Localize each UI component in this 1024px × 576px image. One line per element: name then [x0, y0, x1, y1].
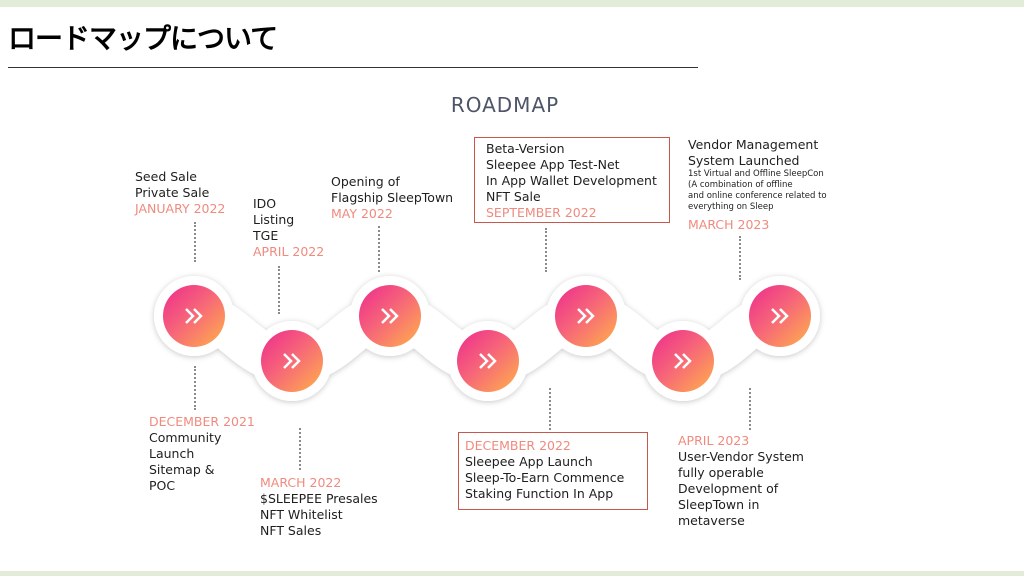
milestone-item: $SLEEPEE Presales	[260, 491, 378, 506]
milestone-may2022: Opening of Flagship SleepTown MAY 2022	[331, 174, 453, 222]
milestone-dec2021: DECEMBER 2021 Community Launch Sitemap &…	[149, 414, 255, 494]
milestone-item: System Launched	[688, 153, 800, 168]
diagram-title: ROADMAP	[0, 93, 1024, 117]
milestone-dec2022: DECEMBER 2022 Sleepee App Launch Sleep-T…	[458, 432, 648, 510]
page-heading: ロードマップについて	[8, 22, 278, 55]
double-chevron-right-icon	[771, 308, 789, 324]
milestone-item: Sleepee App Test-Net	[486, 157, 620, 172]
milestone-item: POC	[149, 478, 176, 493]
milestone-node-5	[555, 285, 617, 347]
diagram-title-text: ROADMAP	[450, 93, 560, 117]
milestone-date: DECEMBER 2022	[465, 438, 571, 453]
milestone-item: In App Wallet Development	[486, 173, 657, 188]
milestone-node-2	[261, 330, 323, 392]
connector-dec2022	[549, 388, 551, 430]
milestone-item: Private Sale	[135, 185, 210, 200]
milestone-mar2022: MARCH 2022 $SLEEPEE Presales NFT Whiteli…	[260, 475, 378, 539]
milestone-item: NFT Whitelist	[260, 507, 343, 522]
connector-apr2023	[749, 388, 751, 430]
milestone-node-3	[359, 285, 421, 347]
double-chevron-right-icon	[381, 308, 399, 324]
milestone-item: fully operable	[678, 465, 764, 480]
connector-apr2022	[278, 266, 280, 314]
milestone-item: User-Vendor System	[678, 449, 804, 464]
double-chevron-right-icon	[674, 353, 692, 369]
connector-mar2022	[299, 428, 301, 470]
milestone-detail: everything on Sleep	[688, 202, 774, 212]
milestone-date: DECEMBER 2021	[149, 414, 255, 429]
milestone-item: TGE	[253, 228, 279, 243]
milestone-item: IDO	[253, 196, 277, 211]
milestone-item: Seed Sale	[135, 169, 197, 184]
milestone-apr2022: IDO Listing TGE APRIL 2022	[253, 196, 324, 260]
milestone-date: SEPTEMBER 2022	[486, 205, 597, 220]
milestone-item: Sleepee App Launch	[465, 454, 593, 469]
connector-may2022	[378, 226, 380, 272]
milestone-item: metaverse	[678, 513, 745, 528]
milestone-item: NFT Sale	[486, 189, 541, 204]
milestone-date: MAY 2022	[331, 206, 393, 221]
milestone-item: Development of	[678, 481, 779, 496]
heading-underline	[8, 67, 698, 68]
milestone-node-7	[749, 285, 811, 347]
top-frame-bar	[0, 0, 1024, 7]
milestone-item: Opening of	[331, 174, 400, 189]
milestone-detail: (A combination of offline	[688, 180, 793, 190]
milestone-sep2022: Beta-Version Sleepee App Test-Net In App…	[474, 137, 670, 223]
milestone-detail: 1st Virtual and Offline SleepCon	[688, 169, 824, 179]
milestone-item: Flagship SleepTown	[331, 190, 454, 205]
milestone-item: Beta-Version	[486, 141, 565, 156]
milestone-node-6	[652, 330, 714, 392]
double-chevron-right-icon	[185, 308, 203, 324]
milestone-item: Staking Function In App	[465, 486, 614, 501]
milestone-item: SleepTown in	[678, 497, 760, 512]
double-chevron-right-icon	[577, 308, 595, 324]
milestone-date: APRIL 2022	[253, 244, 325, 259]
connector-dec2021	[194, 366, 196, 410]
connector-sep2022	[545, 228, 547, 272]
milestone-date: APRIL 2023	[678, 433, 750, 448]
connector-jan2022	[194, 222, 196, 262]
milestone-apr2023: APRIL 2023 User-Vendor System fully oper…	[678, 433, 804, 529]
bottom-frame-bar	[0, 571, 1024, 576]
double-chevron-right-icon	[479, 353, 497, 369]
milestone-item: Sitemap &	[149, 462, 215, 477]
milestone-date: MARCH 2022	[260, 475, 342, 490]
milestone-date: JANUARY 2022	[135, 201, 226, 216]
milestone-item: Vendor Management	[688, 137, 819, 152]
connector-mar2023	[739, 236, 741, 280]
milestone-mar2023: Vendor Management System Launched 1st Vi…	[688, 137, 827, 233]
milestone-item: Launch	[149, 446, 195, 461]
milestone-item: Sleep-To-Earn Commence	[465, 470, 625, 485]
milestone-item: Listing	[253, 212, 295, 227]
milestone-jan2022: Seed Sale Private Sale JANUARY 2022	[135, 169, 225, 217]
milestone-node-4	[457, 330, 519, 392]
milestone-item: NFT Sales	[260, 523, 322, 538]
milestone-detail: and online conference related to	[688, 191, 827, 201]
milestone-date: MARCH 2023	[688, 217, 770, 232]
milestone-item: Community	[149, 430, 222, 445]
double-chevron-right-icon	[283, 353, 301, 369]
milestone-node-1	[163, 285, 225, 347]
